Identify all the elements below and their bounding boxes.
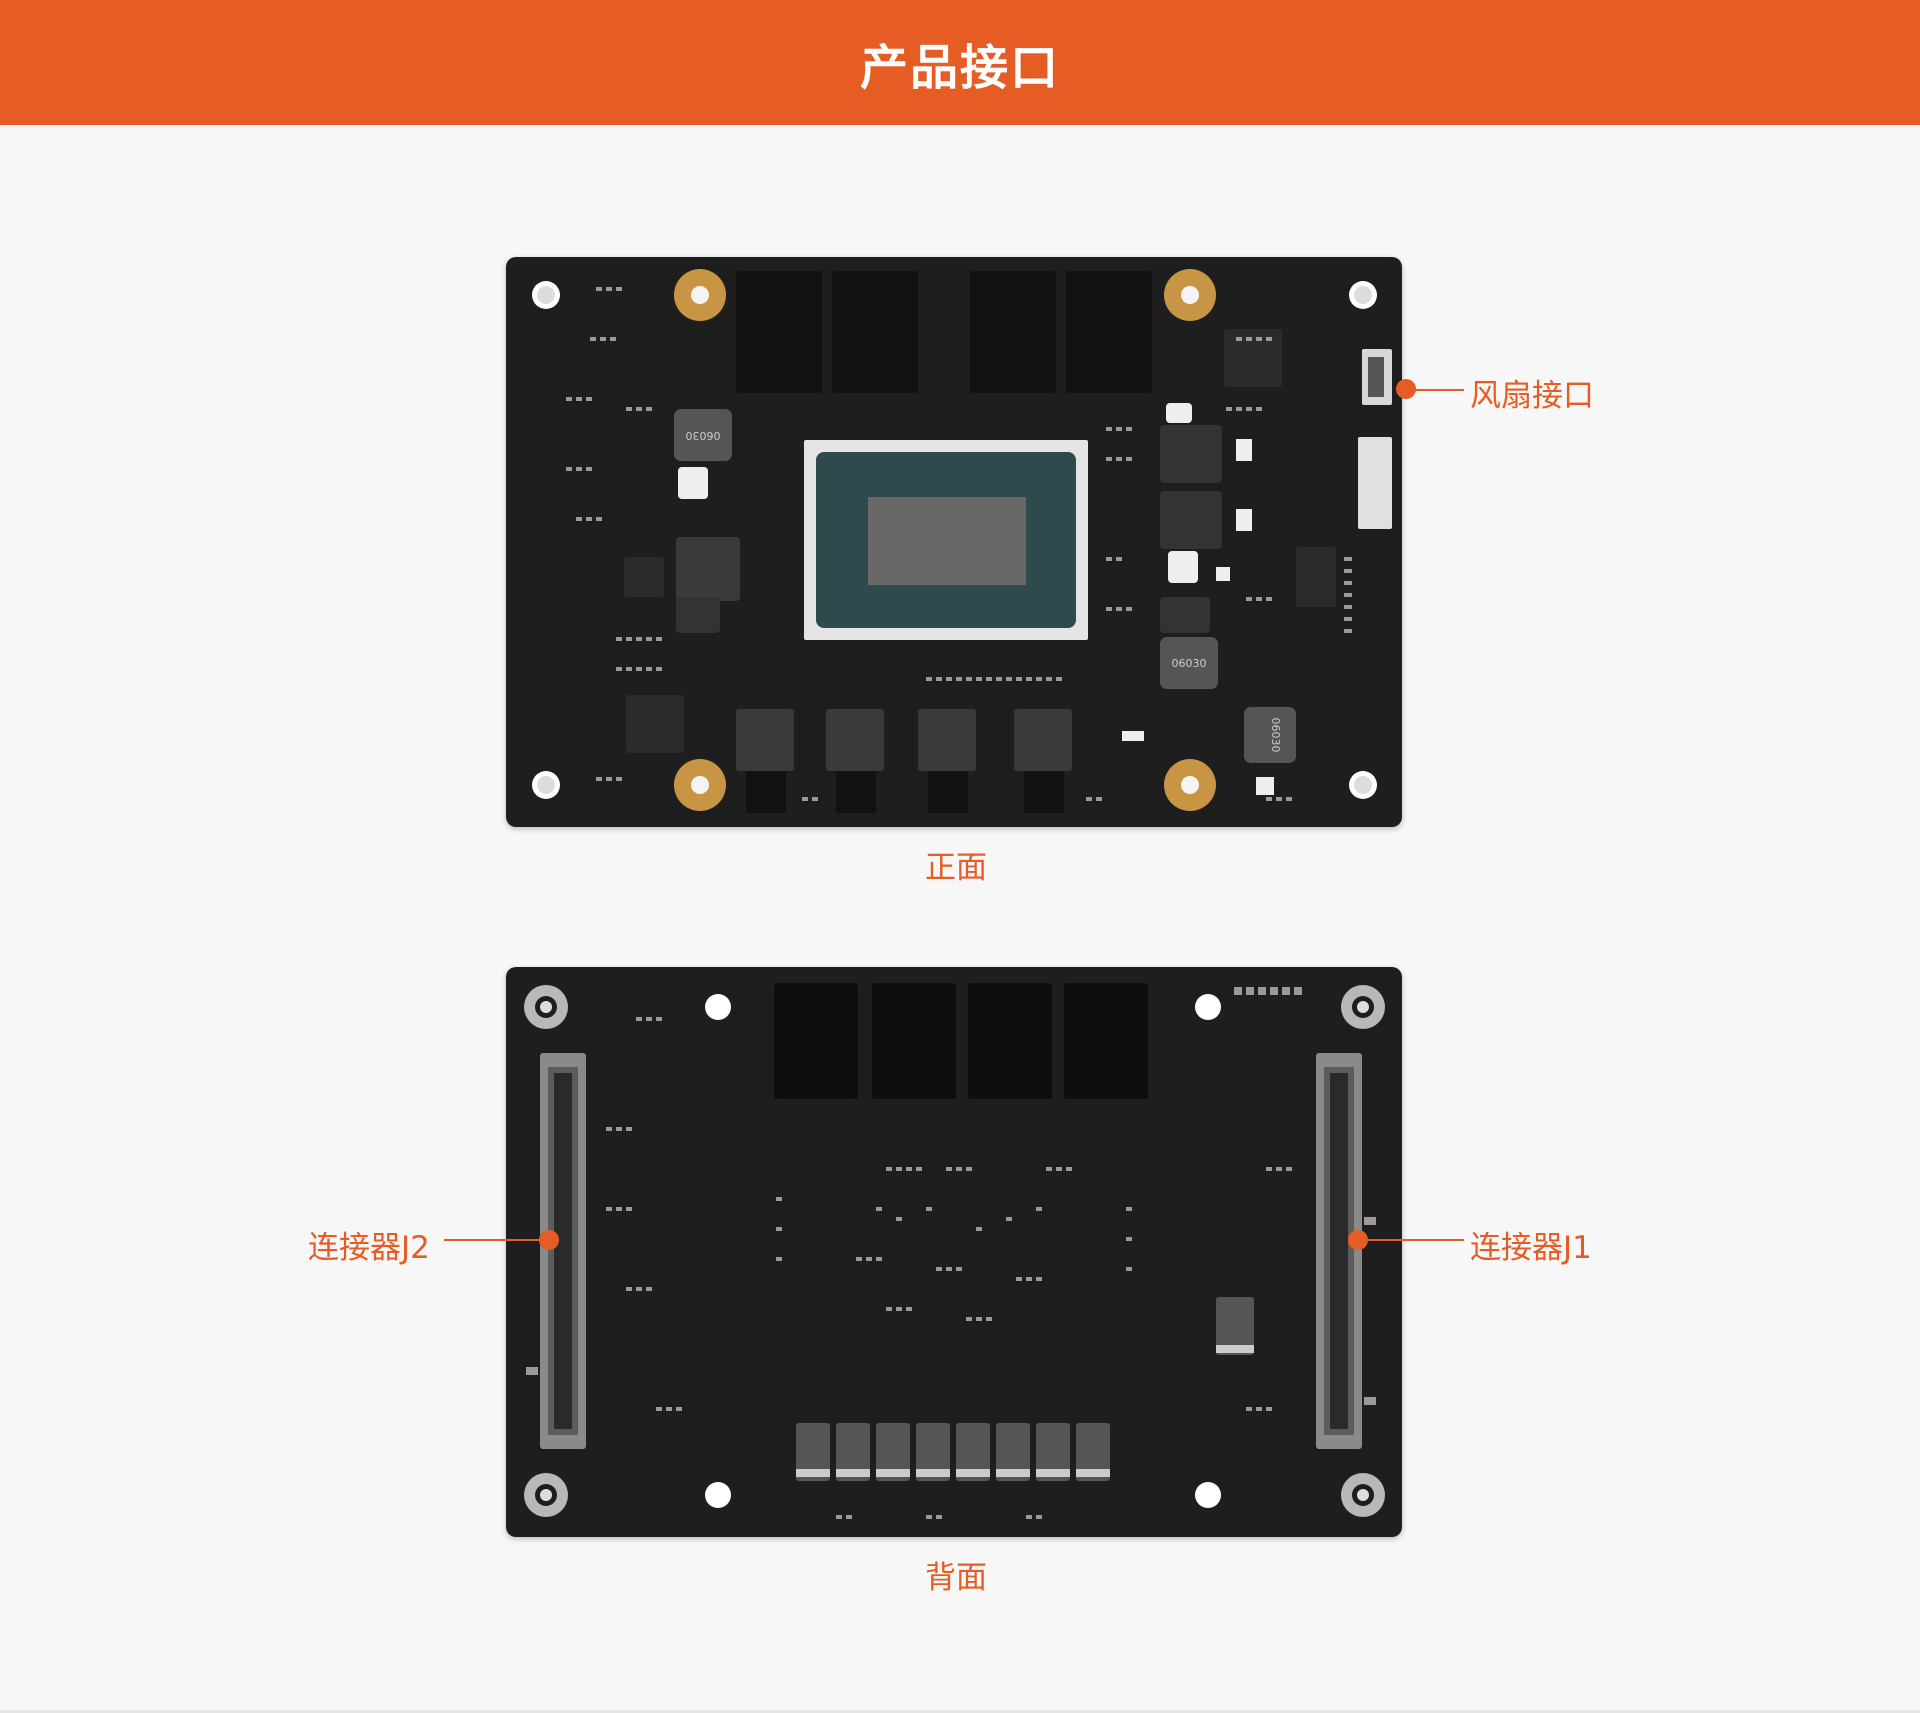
connector-j2-leader-line [444,1239,548,1241]
header-bar: 产品接口 [0,0,1920,125]
board-back-illustration [524,983,1385,1519]
connector-j2-marker [539,1230,559,1250]
front-caption: 正面 [925,850,987,886]
connector-j1-label: 连接器J1 [1470,1230,1592,1266]
fan-connector-leader-line [1406,389,1464,391]
back-caption: 背面 [925,1560,987,1596]
board-back-image [506,967,1402,1537]
inductor-marking-text: 06030 [1269,718,1282,753]
inductor-marking-text: 06030 [1172,657,1207,670]
fan-connector-label: 风扇接口 [1470,378,1594,414]
footer-divider [0,1710,1920,1713]
board-front-illustration: 06030 06030 06030 [532,269,1392,813]
connector-j2-label: 连接器J2 [308,1230,430,1266]
board-front-image: 06030 06030 06030 [506,257,1402,827]
connector-j1-leader-line [1358,1239,1464,1241]
page-title: 产品接口 [859,39,1060,96]
inductor-marking-text: 06030 [686,429,721,442]
